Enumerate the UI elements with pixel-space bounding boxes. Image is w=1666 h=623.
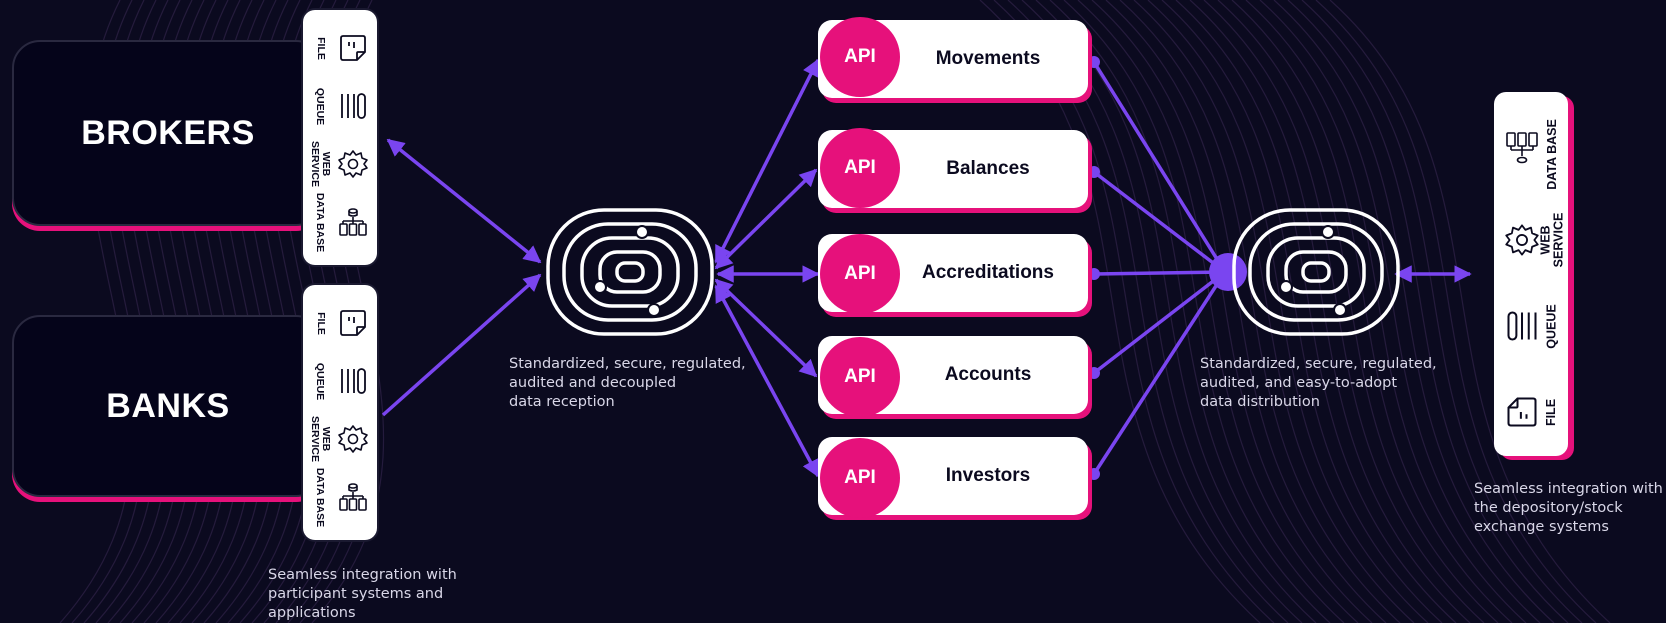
gear-icon [338, 425, 368, 453]
channel-label: DATA BASE [314, 192, 327, 252]
api-name: Investors [945, 465, 1031, 486]
channel-label: FILE [314, 311, 327, 335]
exchange-caption: Seamless integration with the depository… [1474, 481, 1663, 535]
gear-icon [338, 150, 368, 178]
channel-label: FILE [1544, 398, 1559, 426]
channel-label: WEB SERVICE [1538, 212, 1565, 268]
api-name: Movements [935, 48, 1041, 69]
exchange-queue-channel: QUEUE [1494, 288, 1568, 364]
exchange-webservice-channel: WEB SERVICE [1494, 202, 1568, 278]
broker-file-channel: FILE [303, 20, 377, 76]
api-badge: API [820, 17, 900, 97]
bank-webservice-channel: WEB SERVICE [303, 411, 377, 467]
broker-queue-channel: QUEUE [303, 78, 377, 134]
database-icon [1506, 132, 1538, 164]
exchange-file-channel: FILE [1494, 374, 1568, 450]
api-badge: API [820, 128, 900, 208]
database-icon [339, 208, 367, 236]
channel-label: QUEUE [1544, 303, 1559, 349]
api-name: Accreditations [922, 262, 1054, 283]
file-icon [340, 310, 366, 336]
brokers-label: BROKERS [81, 113, 255, 152]
broker-webservice-channel: WEB SERVICE [303, 136, 377, 192]
broker-connectors-card: FILE QUEUE WEB SERVICE DATA BASE [303, 10, 377, 265]
channel-label: DATA BASE [1544, 118, 1559, 190]
bank-database-channel: DATA BASE [303, 467, 377, 527]
api-badge: API [820, 234, 900, 314]
api-badge: API [820, 337, 900, 417]
exchange-database-channel: DATA BASE [1494, 116, 1568, 192]
queue-icon [341, 368, 366, 394]
api-name: Balances [946, 158, 1030, 179]
bank-queue-channel: QUEUE [303, 353, 377, 409]
database-icon [339, 483, 367, 511]
queue-icon [1507, 311, 1537, 341]
reception-caption: Standardized, secure, regulated, audited… [509, 356, 746, 410]
channel-label: DATA BASE [314, 467, 327, 527]
queue-icon [341, 93, 366, 119]
file-icon [340, 35, 366, 61]
brokers-box: BROKERS [12, 40, 324, 226]
banks-label: BANKS [106, 386, 230, 425]
bank-file-channel: FILE [303, 295, 377, 351]
channel-label: QUEUE [314, 362, 327, 400]
api-name: Accounts [944, 364, 1032, 385]
banks-box: BANKS [12, 315, 324, 497]
file-icon [1507, 397, 1537, 427]
channel-label: WEB SERVICE [309, 141, 333, 187]
api-badge: API [820, 438, 900, 518]
channel-label: WEB SERVICE [309, 416, 333, 462]
gear-icon [1505, 224, 1539, 256]
bank-connectors-card: FILE QUEUE WEB SERVICE DATA BASE [303, 285, 377, 540]
channel-label: FILE [314, 36, 327, 60]
distribution-caption: Standardized, secure, regulated, audited… [1200, 356, 1437, 410]
channel-label: QUEUE [314, 87, 327, 125]
exchange-connectors-card: DATA BASE WEB SERVICE QUEUE FILE [1494, 92, 1568, 456]
participants-caption: Seamless integration with participant sy… [268, 567, 457, 621]
broker-database-channel: DATA BASE [303, 192, 377, 252]
